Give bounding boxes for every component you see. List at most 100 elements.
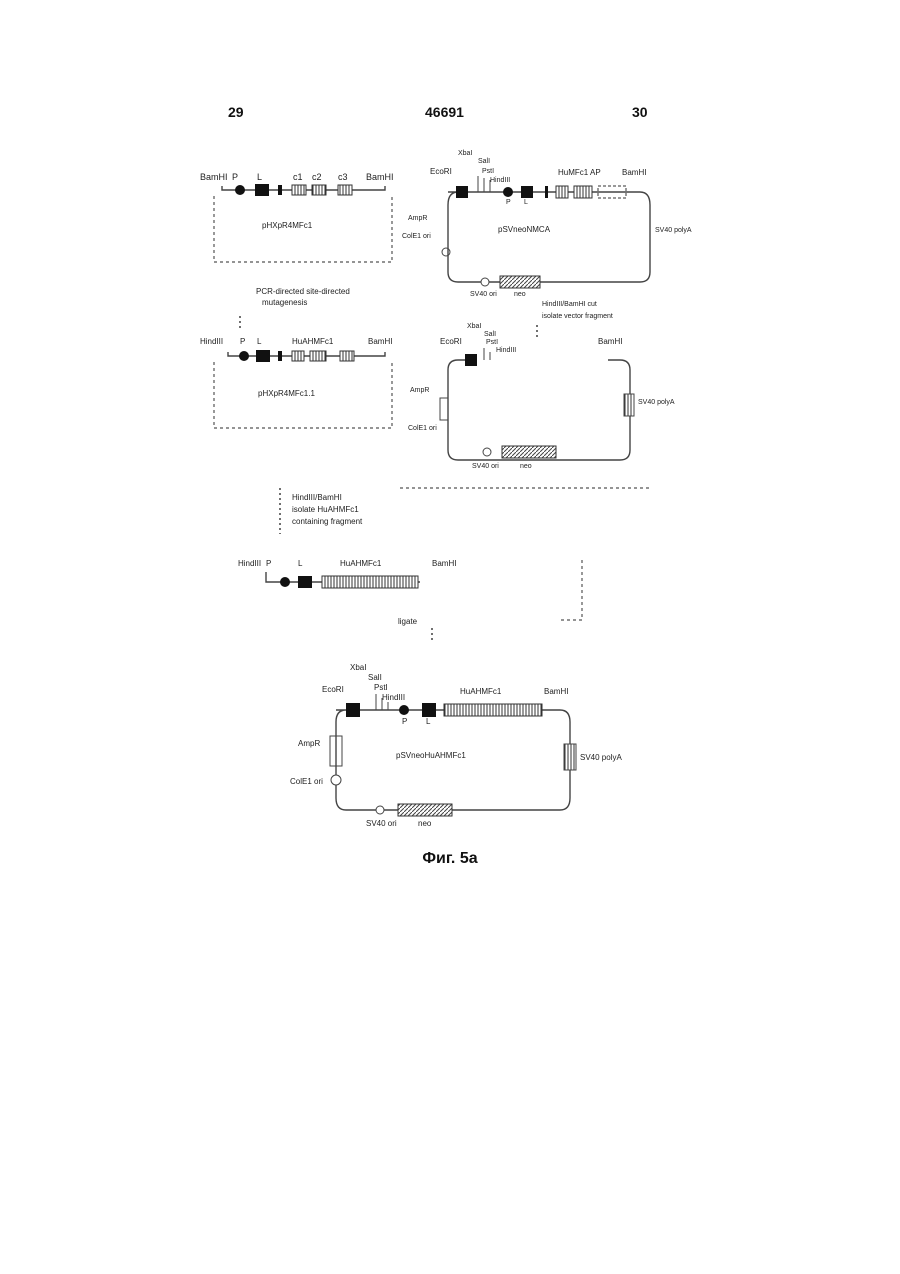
panel-a: BamHI P L c1 c2 c3 BamHI pHXpR4MFc1 <box>200 172 394 262</box>
panel-a-site-c1: c1 <box>293 172 303 182</box>
panel-f-ecori-block <box>346 703 360 717</box>
step-3-text-line-3: containing fragment <box>292 517 363 526</box>
panel-b-site-hindiii: HindIII <box>490 177 510 184</box>
panel-c: HindIII P L HuAHMFc1 BamHI pHXpR4MFc1.1 <box>200 337 392 428</box>
panel-f-label-ampr: AmpR <box>298 739 320 748</box>
panel-a-exon-3 <box>338 185 352 195</box>
panel-f-leader-block <box>422 703 436 717</box>
step-3-text-line-2: isolate HuAHMFc1 <box>292 505 359 514</box>
panel-d-site-hindiii: HindIII <box>496 347 516 354</box>
panel-c-site-l: L <box>257 337 262 346</box>
panel-e-site-bamhi: BamHI <box>432 559 456 568</box>
panel-f-site-psti: PstI <box>374 683 388 692</box>
panel-f-plasmid-name: pSVneoHuAHMFc1 <box>396 751 466 760</box>
panel-b-site-p: P <box>506 199 511 206</box>
panel-f-label-polya: SV40 polyA <box>580 753 622 762</box>
figure-caption: Фиг. 5а <box>0 850 900 868</box>
panel-f-site-xbai: XbaI <box>350 663 366 672</box>
panel-b-exon-1 <box>556 186 568 198</box>
panel-c-promoter-marker <box>239 351 249 361</box>
panel-a-site-c2: c2 <box>312 172 322 182</box>
panel-b: XbaI SalI PstI HindIII EcoRI P L HuMFc1 … <box>402 150 692 298</box>
panel-b-plasmid-ring <box>448 192 650 282</box>
panel-d-site-sali: SalI <box>484 331 496 338</box>
panel-b-ori-marker <box>442 248 450 256</box>
panel-b-mcs-ticks <box>478 176 490 192</box>
panel-c-site-hindiii: HindIII <box>200 337 223 346</box>
panel-d-ecori-block <box>465 354 477 366</box>
panel-e-site-l: L <box>298 559 303 568</box>
panel-a-exon-1 <box>292 185 306 195</box>
panel-a-promoter-marker <box>235 185 245 195</box>
panel-b-label-sv40ori: SV40 ori <box>470 291 497 298</box>
panel-c-plasmid-name: pHXpR4MFc1.1 <box>258 389 315 398</box>
panel-a-leader-block <box>255 184 269 196</box>
panel-b-sv40-marker <box>481 278 489 286</box>
panel-a-site-bamhi-right: BamHI <box>366 172 394 182</box>
panel-f-gene-label: HuAHMFc1 <box>460 687 502 696</box>
panel-f-label-sv40ori: SV40 ori <box>366 819 397 828</box>
panel-a-exon-mark <box>278 185 282 195</box>
panel-e-site-p: P <box>266 559 271 568</box>
panel-e-promoter-marker <box>280 577 290 587</box>
panel-b-promoter-marker <box>503 187 513 197</box>
step-1-text-line-2: mutagenesis <box>262 298 307 307</box>
panel-a-site-c3: c3 <box>338 172 348 182</box>
panel-f-ori-marker <box>331 775 341 785</box>
step-4-text: ligate <box>398 617 418 626</box>
panel-b-site-psti: PstI <box>482 168 494 175</box>
panel-c-site-bamhi: BamHI <box>368 337 392 346</box>
panel-d-site-xbai: XbaI <box>467 323 481 330</box>
panel-c-exon-3 <box>340 351 354 361</box>
step-3-text-line-1: HindIII/BamHI <box>292 493 342 502</box>
panel-b-leader-block <box>521 186 533 198</box>
panel-e-leader-block <box>298 576 312 588</box>
panel-d-vector-ring <box>448 360 630 460</box>
panel-a-site-bamhi-left: BamHI <box>200 172 228 182</box>
panel-b-label-colei: ColE1 ori <box>402 233 431 240</box>
panel-d-label-colei: ColE1 ori <box>408 425 437 432</box>
panel-d-ampr-gene <box>440 398 448 420</box>
panel-b-label-polya: SV40 polyA <box>655 227 692 234</box>
panel-b-exon-mark <box>545 186 548 198</box>
panel-b-label-ampr: AmpR <box>408 215 427 222</box>
panel-d: XbaI SalI PstI HindIII EcoRI BamHI AmpR … <box>408 323 675 470</box>
panel-d-label-neo: neo <box>520 463 532 470</box>
panel-b-site-l: L <box>524 199 528 206</box>
panel-e-site-hindiii: HindIII <box>238 559 261 568</box>
panel-e-gene-block <box>322 576 418 588</box>
panel-f-site-hindiii: HindIII <box>382 693 405 702</box>
panel-c-gene-label: HuAHMFc1 <box>292 337 334 346</box>
panel-d-label-ampr: AmpR <box>410 387 429 394</box>
panel-d-site-bamhi: BamHI <box>598 337 622 346</box>
panel-b-gene-label: HuMFc1 AP <box>558 168 601 177</box>
panel-c-exon-1 <box>292 351 304 361</box>
panel-b-site-xbai: XbaI <box>458 150 472 157</box>
panel-f-sv40-marker <box>376 806 384 814</box>
panel-f-site-bamhi: BamHI <box>544 687 568 696</box>
panel-f-label-colei: ColE1 ori <box>290 777 323 786</box>
panel-f: XbaI SalI PstI HindIII EcoRI P L HuAHMFc… <box>290 663 622 828</box>
panel-e-vector-connector <box>560 560 582 620</box>
panel-f-site-sali: SalI <box>368 673 382 682</box>
panel-b-label-neo: neo <box>514 291 526 298</box>
panel-b-neo-gene <box>500 276 540 288</box>
panel-c-backbone <box>228 352 385 356</box>
panel-d-site-psti: PstI <box>486 339 498 346</box>
panel-e: HindIII P L HuAHMFc1 BamHI <box>238 559 582 620</box>
step-2-text-line-2: isolate vector fragment <box>542 313 613 320</box>
panel-f-site-l: L <box>426 717 431 726</box>
panel-d-label-polya: SV40 polyA <box>638 399 675 406</box>
panel-b-ecori-block <box>456 186 468 198</box>
panel-f-site-ecori: EcoRI <box>322 685 344 694</box>
step-1-text-line-1: PCR-directed site-directed <box>256 287 350 296</box>
panel-c-leader-block <box>256 350 270 362</box>
panel-a-plasmid-name: pHXpR4MFc1 <box>262 221 313 230</box>
panel-f-plasmid-ring <box>336 710 570 810</box>
step-2-text-line-1: HindIII/BamHI cut <box>542 301 597 308</box>
panel-a-site-p: P <box>232 172 238 182</box>
panel-d-polya-box <box>624 394 634 416</box>
panel-d-neo-gene <box>502 446 556 458</box>
panel-b-exon-2 <box>574 186 592 198</box>
